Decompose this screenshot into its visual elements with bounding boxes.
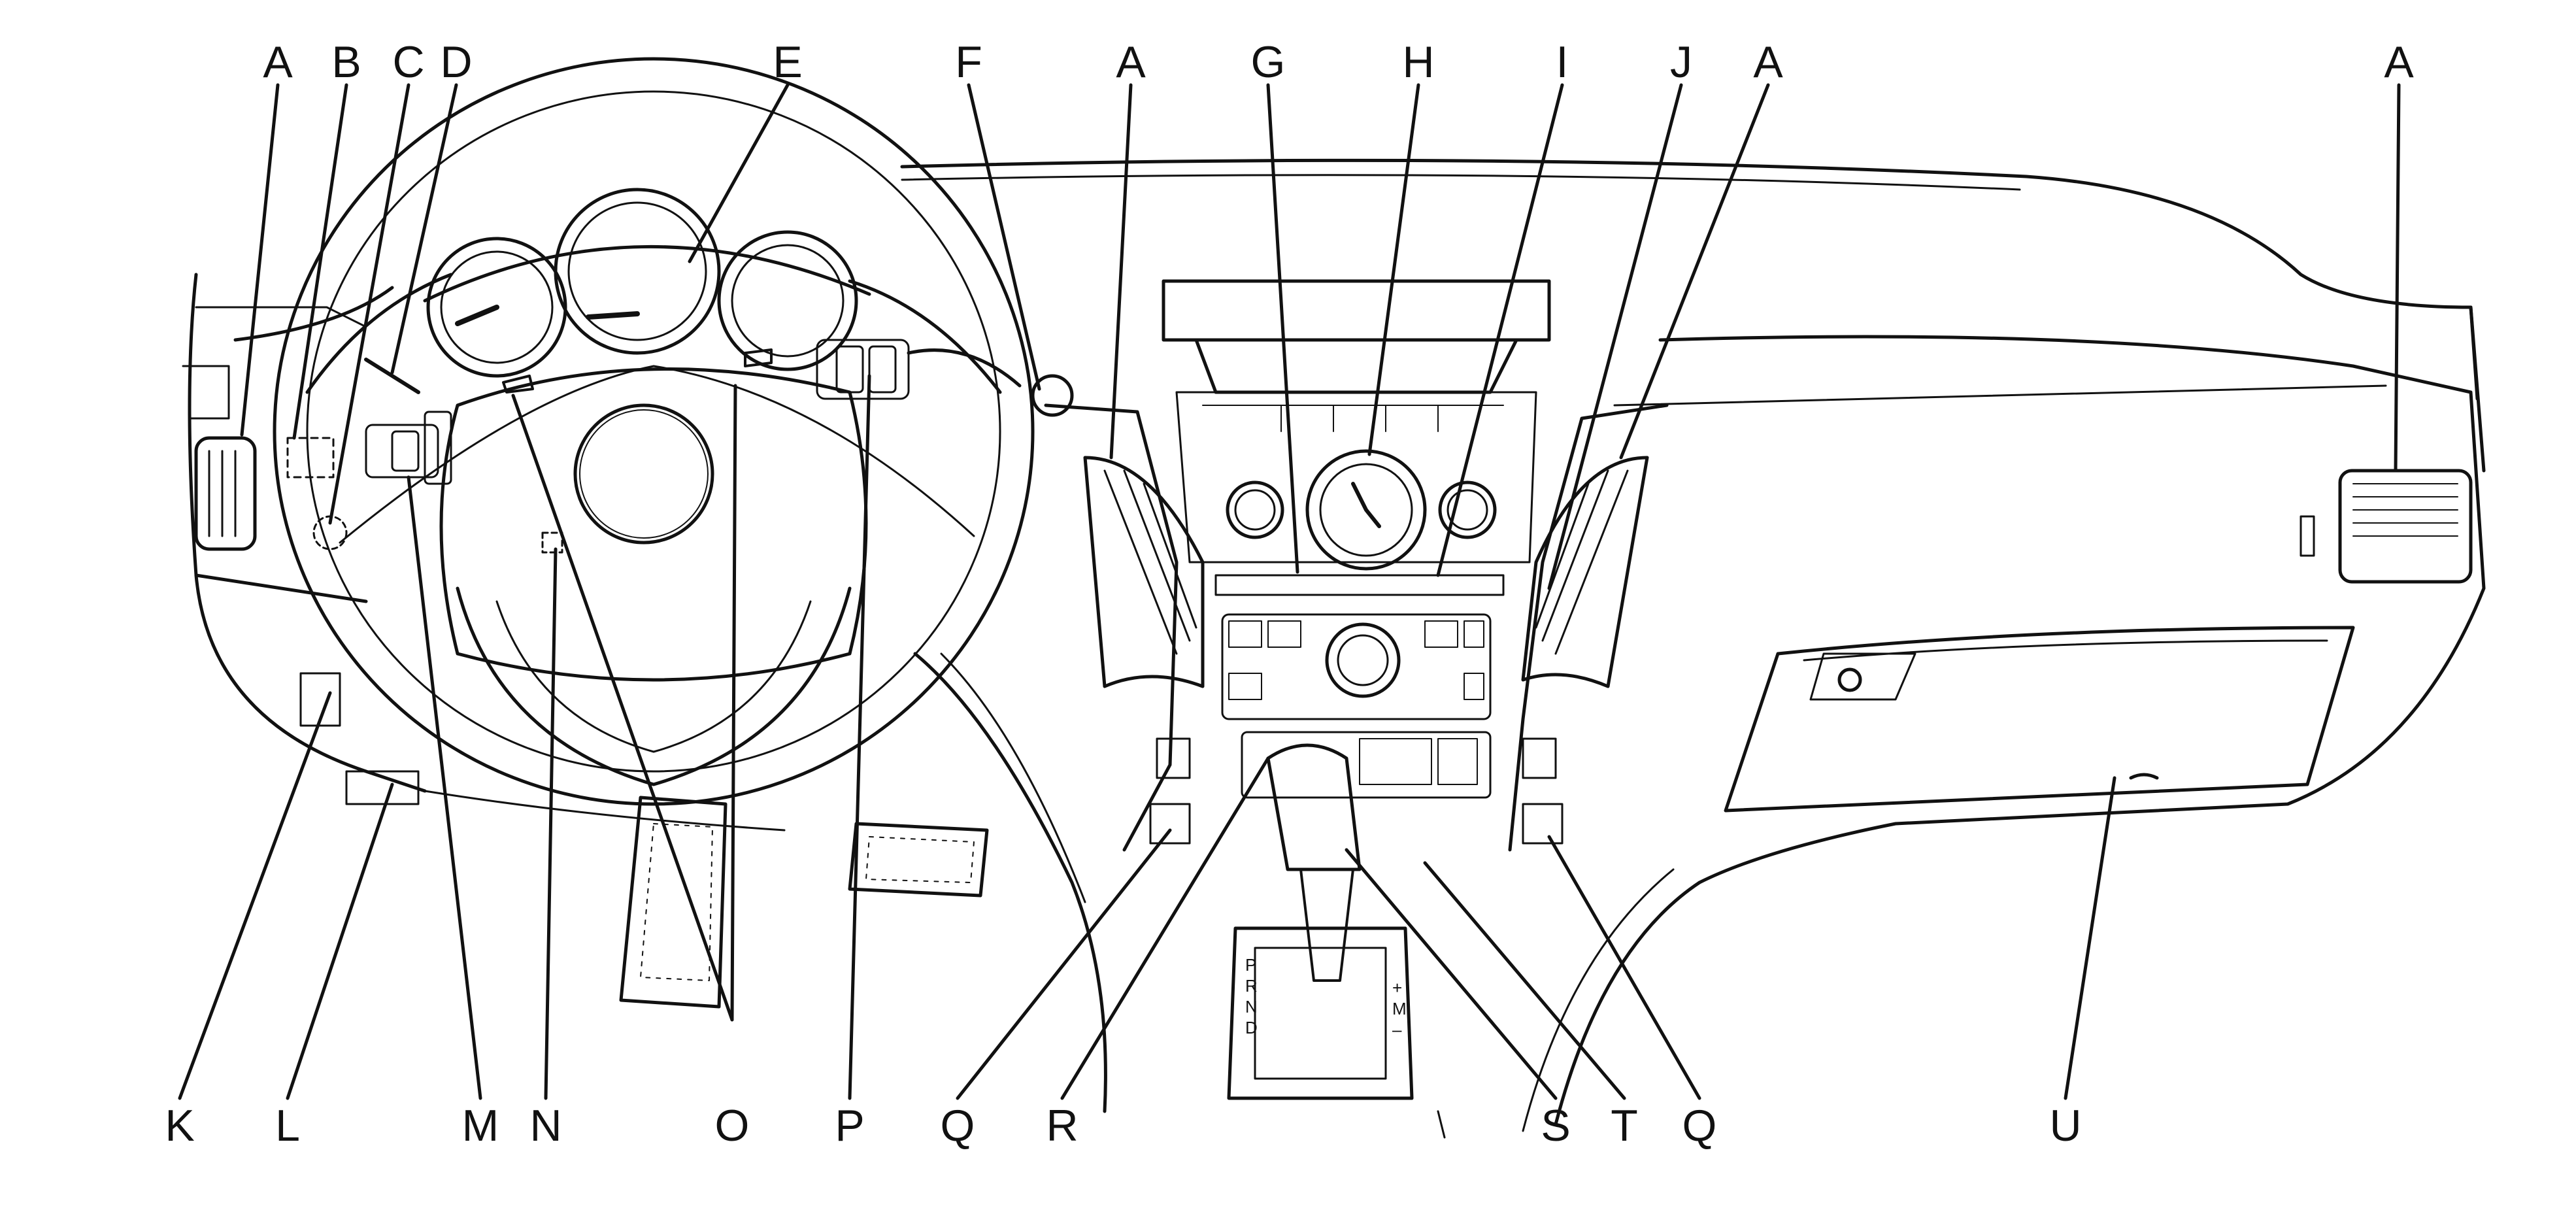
callout-label-d: D <box>440 37 472 87</box>
center-stack <box>1044 279 1669 852</box>
gear-letter-r: R <box>1245 976 1258 996</box>
callout-leader-lines <box>178 83 2401 1100</box>
callout-label-a4: A <box>2384 37 2414 87</box>
callout-label-s: S <box>1541 1101 1570 1151</box>
climate-control-panel <box>1241 731 1492 799</box>
steering-wheel <box>273 57 1035 806</box>
callout-label-q1: Q <box>941 1101 975 1151</box>
callout-label-a1: A <box>263 37 293 87</box>
callout-label-p: P <box>835 1101 864 1151</box>
gear-manual-mark-1: M <box>1392 999 1407 1018</box>
callout-label-l: L <box>275 1101 300 1151</box>
turn-signal-lever <box>364 358 420 394</box>
left-wheel-audio-controls <box>365 411 452 485</box>
gear-letter-p: P <box>1245 955 1256 975</box>
center-air-vent-left <box>1083 456 1205 688</box>
callout-label-o: O <box>715 1101 750 1151</box>
gear-manual-mark-0: + <box>1392 978 1402 998</box>
callout-label-u: U <box>2049 1101 2081 1151</box>
right-knob <box>1438 480 1497 539</box>
horn-icon-right <box>744 348 773 367</box>
callout-label-g: G <box>1251 37 1286 87</box>
callout-label-k: K <box>165 1101 194 1151</box>
brake-pedal <box>619 796 728 1009</box>
callout-label-n: N <box>529 1101 561 1151</box>
windshield-wiper-lever <box>907 348 1074 417</box>
ignition-switch-location <box>541 531 563 554</box>
callout-label-j: J <box>1670 37 1692 87</box>
exterior-lamp-controls <box>286 437 335 479</box>
callout-label-h: H <box>1402 37 1434 87</box>
callout-label-q2: Q <box>1682 1101 1717 1151</box>
steering-wheel-hub <box>439 367 868 682</box>
gear-letter-d: D <box>1245 1018 1258 1037</box>
callout-label-r: R <box>1046 1101 1078 1151</box>
callout-label-f: F <box>955 37 982 87</box>
callout-label-t: T <box>1611 1101 1638 1151</box>
center-air-vent-right <box>1521 456 1649 688</box>
horn-icon-left <box>502 375 534 394</box>
right-wheel-cruise-controls <box>816 339 910 400</box>
callout-label-b: B <box>331 37 361 87</box>
analog-clock <box>1305 449 1427 571</box>
callout-label-e: E <box>773 37 802 87</box>
callout-label-i: I <box>1556 37 1569 87</box>
shift-lever <box>1227 743 1414 1100</box>
dashboard-body <box>182 158 2486 1139</box>
callout-label-a2: A <box>1116 37 1146 87</box>
left-side-air-vent <box>194 436 257 551</box>
right-side-air-vent <box>2300 469 2473 584</box>
glove-box <box>1724 626 2355 813</box>
accelerator-pedal <box>848 822 989 898</box>
instrument-cluster <box>423 188 871 378</box>
heated-seat-button-right <box>1522 803 1564 845</box>
heated-seat-button-left <box>1149 803 1191 845</box>
left-hazard-knob <box>1226 480 1284 539</box>
gear-manual-mark-2: – <box>1392 1020 1402 1039</box>
callout-label-a3: A <box>1753 37 1783 87</box>
callout-label-c: C <box>392 37 424 87</box>
audio-system-controls <box>1221 613 1492 720</box>
callout-label-m: M <box>462 1101 499 1151</box>
lamp-strip <box>1214 574 1505 596</box>
gear-letter-n: N <box>1245 997 1258 1017</box>
